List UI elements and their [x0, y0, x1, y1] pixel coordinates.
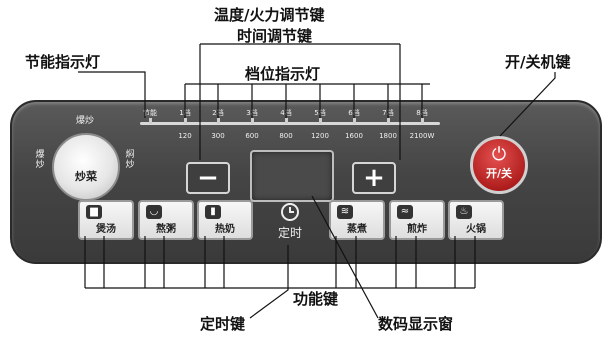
energy-leader [78, 71, 146, 118]
fry-label: 煎炸 [407, 224, 427, 235]
pot-icon: ▆ [86, 205, 102, 219]
level-bottom-label: 1800 [379, 132, 397, 140]
plus-button[interactable]: + [352, 162, 396, 194]
power-leader [499, 72, 556, 137]
timer-label: 定时 [277, 226, 302, 240]
steam-label: 蒸煮 [347, 224, 367, 235]
bottle-icon: ▮ [205, 205, 221, 219]
porridge-label: 熬粥 [156, 224, 176, 235]
level-bottom-label: 120 [178, 132, 192, 140]
soup-label: 煲汤 [96, 224, 116, 235]
level-bottom-label: 600 [245, 132, 259, 140]
fry-button[interactable]: ≈ 煎炸 [389, 200, 445, 240]
level-led [251, 118, 254, 124]
porridge-button[interactable]: ◡ 熬粥 [138, 200, 194, 240]
timer-button[interactable]: 定时 [270, 203, 310, 243]
display-leader [311, 195, 379, 319]
level-led [285, 118, 288, 124]
level-led [421, 118, 424, 124]
level-led [184, 118, 187, 124]
milk-button[interactable]: ▮ 热奶 [197, 200, 253, 240]
time-adjust-callout: 时间调节键 [237, 27, 313, 45]
minus-button[interactable]: − [186, 162, 230, 194]
power-icon: ⏻ [491, 144, 507, 165]
power-button[interactable]: ⏻ 开/关 [470, 136, 528, 194]
knob-top-label: 爆炒 [75, 116, 94, 126]
level-bottom-label: 2100W [409, 132, 435, 140]
level-led [353, 118, 356, 124]
knob-right-label: 焖炒 [125, 150, 135, 170]
steam-button[interactable]: ≋ 蒸煮 [329, 200, 385, 240]
clock-icon [281, 203, 299, 221]
level-indicator-callout: 档位指示灯 [245, 65, 321, 83]
level-led [217, 118, 220, 124]
knob-left-label: 爆炒 [35, 150, 45, 170]
digital-display [250, 150, 334, 202]
level-strip [140, 122, 440, 125]
level-led [319, 118, 322, 124]
temp-power-callout: 温度/火力调节键 [214, 6, 325, 24]
level-bottom-label: 1200 [311, 132, 329, 140]
timer-key-callout: 定时键 [200, 315, 246, 333]
function-key-callout: 功能键 [293, 290, 339, 308]
hotpot-icon: ♨ [456, 205, 472, 219]
timer-leader [249, 245, 289, 319]
level-top-label: 节能 [143, 109, 157, 117]
digital-display-callout: 数码显示窗 [378, 315, 454, 333]
hotpot-label: 火锅 [466, 224, 486, 235]
hotpot-button[interactable]: ♨ 火锅 [448, 200, 504, 240]
level-led [149, 118, 152, 124]
level-bottom-label: 300 [211, 132, 225, 140]
level-bottom-label: 800 [279, 132, 293, 140]
steamer-icon: ≋ [337, 205, 353, 219]
pan-icon: ≈ [397, 205, 413, 219]
level-bottom-label: 1600 [345, 132, 363, 140]
milk-label: 热奶 [215, 224, 235, 235]
on-off-callout: 开/关机键 [505, 53, 571, 71]
level-led [387, 118, 390, 124]
energy-indicator-callout: 节能指示灯 [25, 53, 101, 71]
power-label: 开/关 [485, 167, 513, 180]
bowl-icon: ◡ [146, 205, 162, 219]
soup-button[interactable]: ▆ 煲汤 [78, 200, 134, 240]
knob-center-label: 炒菜 [75, 170, 97, 183]
